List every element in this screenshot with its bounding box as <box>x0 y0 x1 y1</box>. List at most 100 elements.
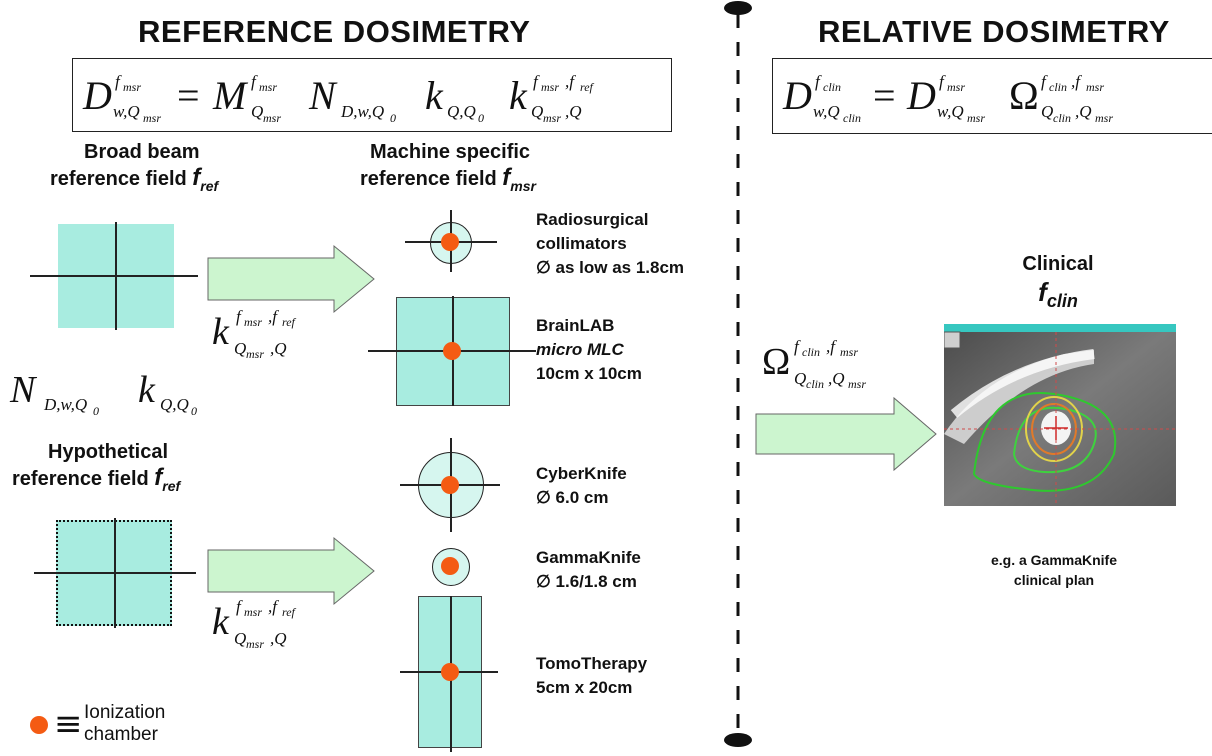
svg-text:msr: msr <box>848 377 866 391</box>
clinical-caption-1: e.g. a GammaKnife <box>990 552 1118 568</box>
svg-text:,f: ,f <box>268 597 279 616</box>
svg-text:w,Q: w,Q <box>813 102 840 121</box>
svg-text:,f: ,f <box>268 307 279 326</box>
hypothetical-crosshair-v <box>114 518 116 628</box>
svg-text:f: f <box>1041 72 1048 91</box>
svg-text:msr: msr <box>244 605 262 619</box>
svg-text:msr: msr <box>541 80 559 94</box>
svg-text:k: k <box>212 601 230 643</box>
svg-text:msr: msr <box>123 80 141 94</box>
cyberknife-detail: ∅ 6.0 cm <box>536 488 609 507</box>
svg-text:Q: Q <box>1041 102 1053 121</box>
svg-text:msr: msr <box>246 637 264 651</box>
f-clin-letter: f <box>1038 277 1047 307</box>
f-ref-sub: ref <box>200 178 219 194</box>
f-ref-sub-2: ref <box>162 478 181 494</box>
machine-gammaknife-label: GammaKnife ∅ 1.6/1.8 cm <box>536 546 641 594</box>
svg-text:f: f <box>115 72 122 91</box>
tomotherapy-name: TomoTherapy <box>536 654 648 673</box>
svg-text:w,Q: w,Q <box>937 102 964 121</box>
brainlab-detail: 10cm x 10cm <box>536 364 642 383</box>
svg-text:f: f <box>533 72 540 91</box>
svg-text:M: M <box>212 73 249 118</box>
svg-text:=: = <box>177 73 200 118</box>
svg-text:msr: msr <box>259 80 277 94</box>
f-msr-sub: msr <box>510 178 536 194</box>
cyberknife-chamber <box>441 476 459 494</box>
svg-text:ref: ref <box>580 80 595 94</box>
radiosurgical-chamber <box>441 233 459 251</box>
legend-text-2: chamber <box>84 724 158 745</box>
machine-specific-line-2: reference field fmsr <box>360 165 536 199</box>
machine-tomotherapy-label: TomoTherapy 5cm x 20cm <box>536 652 647 700</box>
svg-text:0: 0 <box>390 111 396 125</box>
svg-text:,f: ,f <box>565 72 576 91</box>
svg-text:D,w,Q: D,w,Q <box>43 395 87 414</box>
svg-text:msr: msr <box>543 111 561 125</box>
svg-text:,Q: ,Q <box>828 369 845 388</box>
svg-text:clin: clin <box>802 345 820 359</box>
svg-text:f: f <box>794 337 801 356</box>
svg-text:k: k <box>138 369 156 411</box>
machine-specific-label: Machine specific reference field fmsr <box>360 140 536 199</box>
svg-text:k: k <box>425 73 444 118</box>
svg-text:f: f <box>815 72 822 91</box>
svg-text:D,w,Q: D,w,Q <box>340 102 384 121</box>
svg-text:,f: ,f <box>1071 72 1082 91</box>
svg-text:msr: msr <box>263 111 281 125</box>
svg-text:msr: msr <box>244 315 262 329</box>
f-msr-symbol: fmsr <box>502 164 536 194</box>
machine-specific-ref-text: reference field <box>360 168 497 190</box>
hypothetical-to-machine-arrow <box>207 536 375 606</box>
svg-text:Q,Q: Q,Q <box>160 395 189 414</box>
brainlab-chamber <box>443 342 461 360</box>
svg-text:N: N <box>308 73 338 118</box>
svg-text:,Q: ,Q <box>1075 102 1092 121</box>
clinical-caption-2: clinical plan <box>1013 572 1095 588</box>
f-clin-sub: clin <box>1046 291 1078 311</box>
svg-text:k: k <box>212 311 230 353</box>
legend-chamber-dot <box>30 716 48 734</box>
svg-text:Q,Q: Q,Q <box>447 102 476 121</box>
svg-text:D: D <box>906 73 936 118</box>
svg-text:msr: msr <box>246 347 264 361</box>
svg-text:clin: clin <box>1053 111 1071 125</box>
svg-text:Ω: Ω <box>762 341 790 383</box>
legend-text-1: Ionization <box>84 702 166 723</box>
gammaknife-chamber <box>441 557 459 575</box>
gammaknife-clinical-plan-image <box>944 324 1176 506</box>
f-ref-letter: f <box>192 164 201 191</box>
svg-text:msr: msr <box>967 111 985 125</box>
hypothetical-ref-text: reference field <box>12 468 149 490</box>
svg-text:Q: Q <box>234 339 246 358</box>
hypothetical-line-2: reference field fref <box>12 465 180 499</box>
svg-text:0: 0 <box>191 404 197 418</box>
tomotherapy-detail: 5cm x 20cm <box>536 678 633 697</box>
relative-dosimetry-heading: RELATIVE DOSIMETRY <box>818 14 1170 49</box>
radiosurgical-detail: ∅ as low as 1.8cm <box>536 258 685 277</box>
svg-text:Q: Q <box>251 102 263 121</box>
legend-text: Ionization chamber <box>84 702 165 746</box>
svg-text:msr: msr <box>1095 111 1113 125</box>
f-ref-letter-2: f <box>154 464 163 491</box>
machine-brainlab-label: BrainLAB micro MLC 10cm x 10cm <box>536 314 642 386</box>
svg-text:,Q: ,Q <box>270 339 287 358</box>
radiosurgical-name-2: collimators <box>536 234 627 253</box>
svg-text:msr: msr <box>1086 80 1104 94</box>
svg-text:ref: ref <box>282 315 297 329</box>
svg-text:Ω: Ω <box>1009 73 1039 118</box>
machine-cyberknife-label: CyberKnife ∅ 6.0 cm <box>536 462 627 510</box>
broad-beam-crosshair-h <box>30 275 198 277</box>
broad-beam-crosshair-v <box>115 222 117 330</box>
svg-text:clin: clin <box>843 111 861 125</box>
svg-text:D: D <box>782 73 812 118</box>
svg-text:Q: Q <box>531 102 543 121</box>
tomotherapy-chamber <box>441 663 459 681</box>
machine-specific-line-1: Machine specific <box>370 141 531 163</box>
svg-text:clin: clin <box>806 377 824 391</box>
svg-text:f: f <box>236 307 243 326</box>
